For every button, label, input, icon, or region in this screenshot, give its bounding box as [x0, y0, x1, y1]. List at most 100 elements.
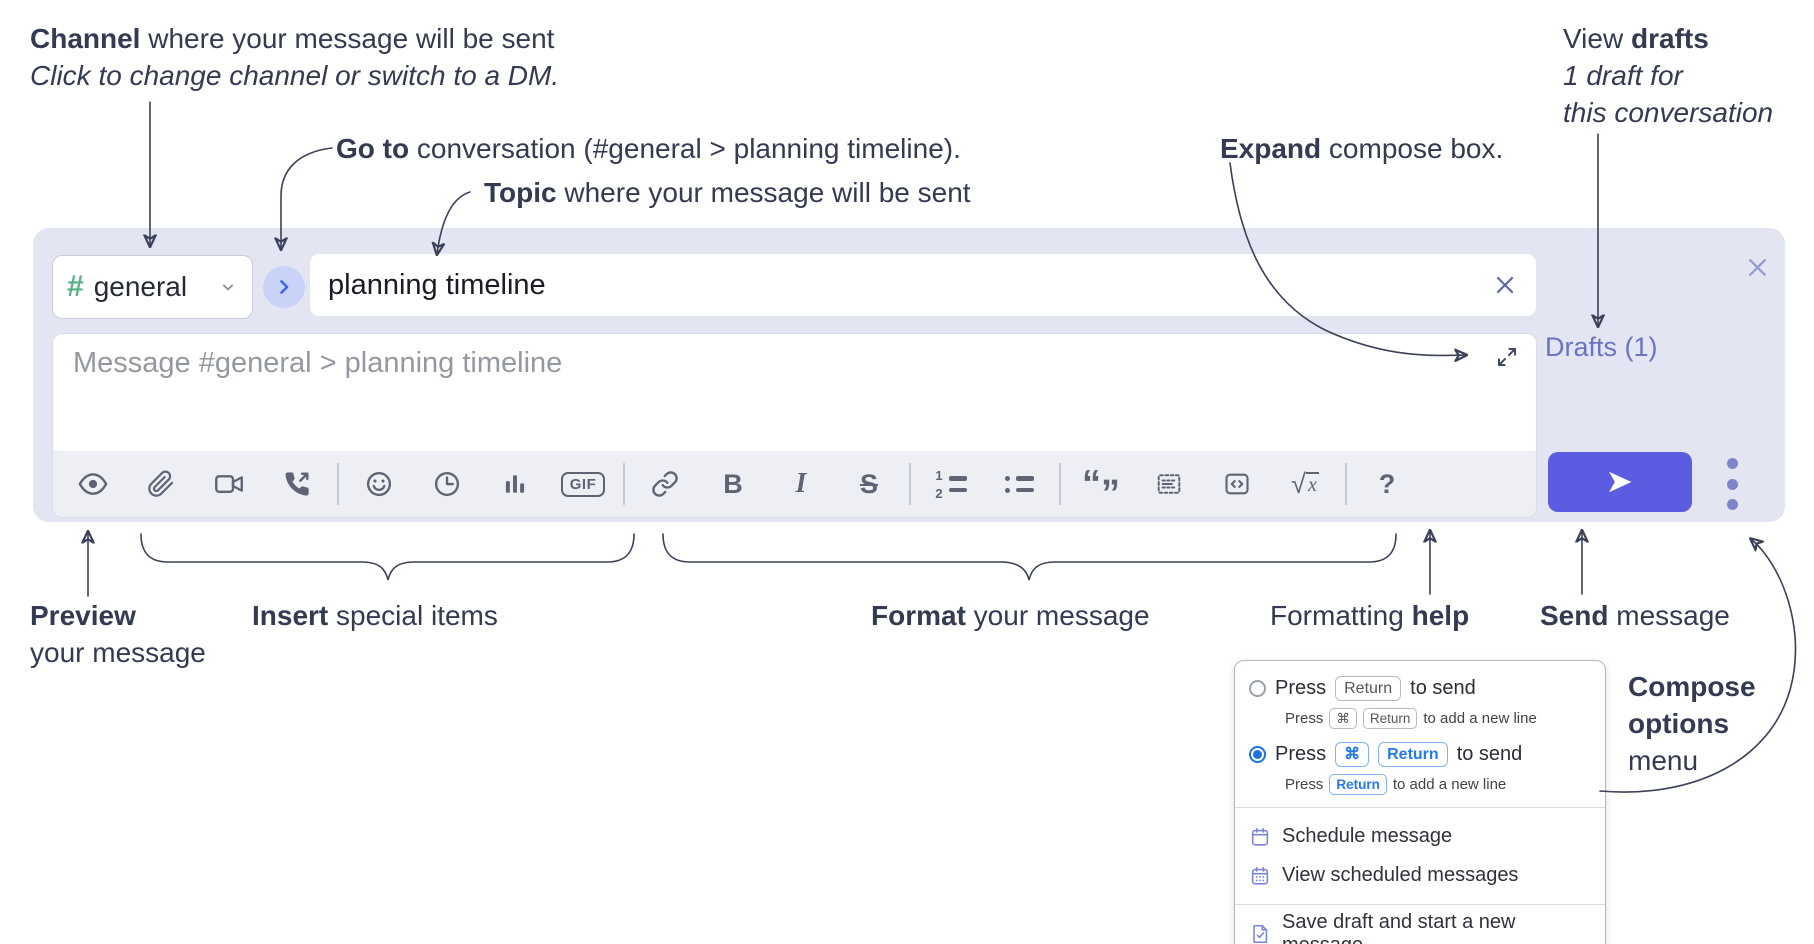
send-button[interactable]	[1548, 452, 1692, 512]
preview-button[interactable]	[59, 456, 127, 512]
channel-name: general	[93, 271, 188, 302]
math-button[interactable]: √ x	[1271, 456, 1339, 512]
bold-button[interactable]: B	[699, 456, 767, 512]
bulleted-list-button[interactable]	[985, 456, 1053, 512]
paperclip-icon	[148, 470, 174, 497]
close-compose-button[interactable]	[1744, 254, 1771, 281]
quote-icon: “ ”	[1082, 463, 1120, 515]
numbered-list-button[interactable]: 1 2	[917, 456, 985, 512]
attach-file-button[interactable]	[127, 456, 195, 512]
strikethrough-button[interactable]: S	[835, 456, 903, 512]
send-annotation: Send message	[1540, 597, 1730, 634]
topic-annotation-rest: where your message will be sent	[556, 177, 971, 208]
view-drafts-italic2: this conversation	[1563, 97, 1774, 128]
compose-options-line2: options	[1628, 708, 1730, 739]
voice-call-button[interactable]	[263, 456, 331, 512]
numbered-list-icon: 1 2	[935, 467, 967, 500]
gif-button[interactable]: GIF	[549, 456, 617, 512]
send-annotation-bold: Send	[1540, 600, 1609, 631]
message-compose-area: Message #general > planning timeline	[52, 333, 1537, 518]
channel-hash-icon: #	[67, 270, 84, 303]
cmd-key: ⌘	[1329, 707, 1357, 729]
smiley-icon	[366, 471, 392, 497]
topic-annotation: Topic where your message will be sent	[484, 174, 971, 211]
menu-item-view-scheduled[interactable]: View scheduled messages	[1235, 856, 1605, 895]
return-key: Return	[1335, 676, 1402, 701]
message-input[interactable]: Message #general > planning timeline	[73, 347, 563, 379]
chevron-right-icon	[280, 280, 289, 294]
insert-annotation: Insert special items	[252, 597, 498, 634]
send-annotation-rest: message	[1608, 600, 1730, 631]
bold-icon: B	[723, 468, 743, 499]
expand-icon	[1498, 348, 1516, 366]
spoiler-icon	[1157, 474, 1181, 494]
code-icon	[1225, 473, 1249, 495]
clear-topic-button[interactable]	[1492, 272, 1518, 298]
menu-separator	[1235, 807, 1605, 808]
formatting-help-button[interactable]: ?	[1353, 456, 1421, 512]
to-send-label: to send	[1410, 677, 1476, 699]
format-annotation: Format your message	[871, 597, 1150, 634]
eye-icon	[78, 473, 108, 495]
insert-annotation-bold: Insert	[252, 600, 329, 631]
go-to-conversation-button[interactable]	[263, 266, 305, 308]
topic-annotation-bold: Topic	[484, 177, 557, 208]
video-call-button[interactable]	[195, 456, 263, 512]
emoji-button[interactable]	[345, 456, 413, 512]
formatting-help-pre: Formatting	[1270, 600, 1412, 631]
channel-annotation-bold: Channel	[30, 23, 141, 54]
poll-button[interactable]	[481, 456, 549, 512]
close-icon	[1749, 259, 1766, 276]
formatting-help-annotation: Formatting help	[1270, 597, 1469, 634]
spoiler-button[interactable]	[1135, 456, 1203, 512]
compose-options-menu: Press Return to send Press ⌘ Return to a…	[1234, 660, 1606, 944]
formatting-help-bold: help	[1411, 600, 1470, 631]
toolbar-divider	[909, 463, 911, 505]
preview-annotation-line2: your message	[30, 637, 206, 668]
compose-options-button[interactable]	[1723, 458, 1741, 510]
toolbar-divider	[1345, 463, 1347, 505]
view-drafts-italic1: 1 draft for	[1563, 60, 1683, 91]
bar-chart-icon	[505, 475, 525, 493]
channel-annotation-italic: Click to change channel or switch to a D…	[30, 60, 560, 91]
view-drafts-bold: drafts	[1630, 23, 1709, 54]
toolbar-divider	[623, 463, 625, 505]
goto-annotation-bold: Go to	[336, 133, 410, 164]
compose-toolbar: GIF B I S	[53, 451, 1536, 517]
vertical-ellipsis-icon	[1726, 458, 1738, 469]
expand-annotation: Expand compose box.	[1220, 130, 1503, 167]
compose-options-annotation: Compose options menu	[1628, 668, 1756, 779]
menu-item-save-draft[interactable]: Save draft and start a new message	[1235, 911, 1605, 944]
press-label: Press	[1275, 743, 1327, 765]
chevron-down-icon	[218, 277, 238, 297]
italic-button[interactable]: I	[767, 456, 835, 512]
return-key: Return	[1362, 707, 1418, 729]
expand-annotation-bold: Expand	[1220, 133, 1322, 164]
close-icon	[1496, 276, 1514, 294]
enter-sends-option[interactable]: Press Return to send	[1235, 673, 1605, 704]
format-brace	[662, 533, 1397, 581]
view-scheduled-label: View scheduled messages	[1282, 864, 1519, 886]
send-icon	[1609, 471, 1632, 493]
enter-sends-subtext: Press ⌘ Return to add a new line	[1285, 707, 1537, 729]
menu-item-schedule-message[interactable]: Schedule message	[1235, 817, 1605, 856]
code-button[interactable]	[1203, 456, 1271, 512]
add-time-button[interactable]	[413, 456, 481, 512]
radio-unselected-icon[interactable]	[1249, 680, 1266, 697]
topic-input[interactable]: planning timeline	[309, 253, 1537, 317]
quote-button[interactable]: “ ”	[1067, 456, 1135, 515]
clock-icon	[434, 471, 460, 497]
goto-annotation: Go to conversation (#general > planning …	[336, 130, 961, 167]
expand-compose-button[interactable]	[1494, 344, 1520, 370]
preview-annotation: Preview your message	[30, 597, 206, 671]
cmd-key: ⌘	[1335, 742, 1370, 767]
radio-selected-icon[interactable]	[1249, 746, 1266, 763]
channel-annotation-rest: where your message will be sent	[140, 23, 555, 54]
save-draft-icon	[1249, 923, 1271, 944]
numbered-list-1: 1	[935, 467, 943, 483]
cmd-enter-sends-option[interactable]: Press ⌘ Return to send	[1235, 739, 1605, 770]
link-button[interactable]	[631, 456, 699, 512]
channel-selector[interactable]: # general	[52, 255, 253, 319]
drafts-link[interactable]: Drafts (1)	[1545, 332, 1658, 362]
